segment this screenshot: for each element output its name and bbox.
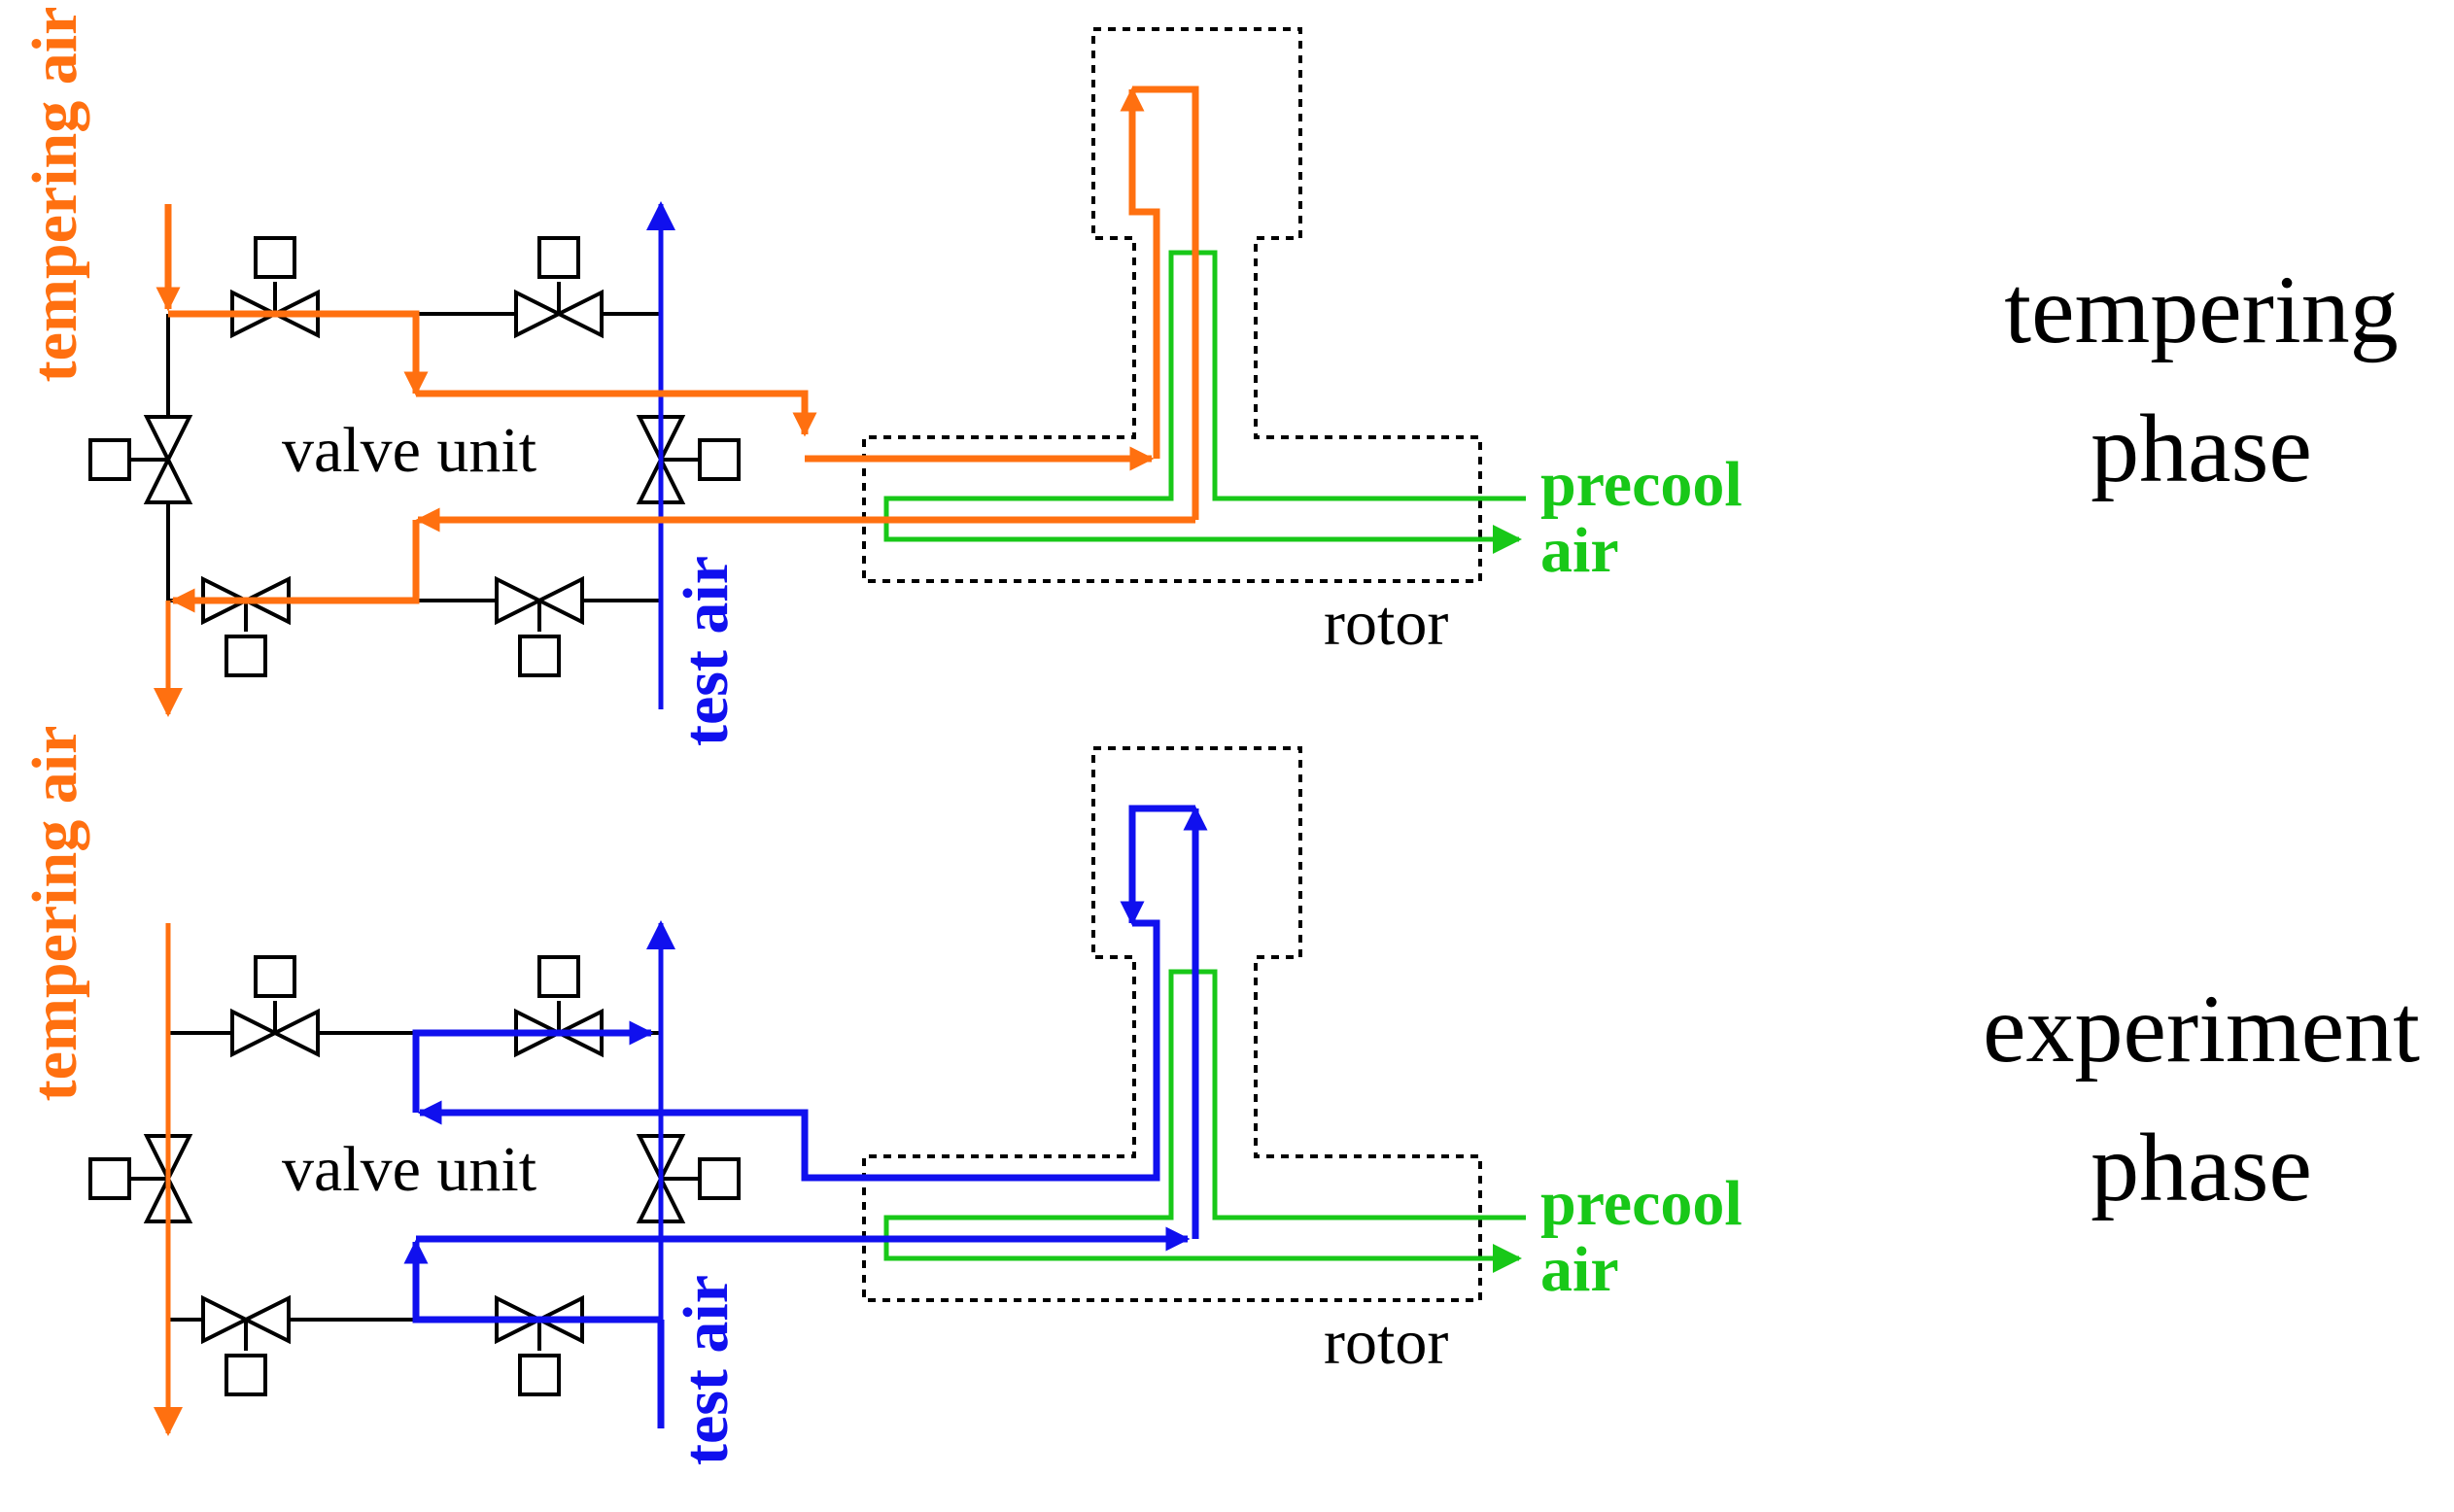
test-air-flow xyxy=(403,805,1208,1428)
tempering-air-flow xyxy=(154,86,1199,717)
phase-title-2: phase xyxy=(2091,1114,2312,1221)
rotor-label: rotor xyxy=(1324,1307,1448,1378)
panel-experiment: tempering air test air valve unit precoo… xyxy=(19,726,2420,1465)
precool-air-line xyxy=(883,250,1526,554)
precool-air-label-1: precool xyxy=(1540,449,1743,520)
valve-unit-label: valve unit xyxy=(282,415,536,486)
phase-title-1: tempering xyxy=(2004,256,2398,363)
tempering-air-label-1: tempering air xyxy=(19,7,90,383)
phase-title-1: experiment xyxy=(1983,975,2420,1082)
test-air-label: test air xyxy=(671,556,742,746)
valve-icon xyxy=(90,748,1480,1394)
tempering-air-label-1: tempering air xyxy=(19,726,90,1102)
precool-air-label-1: precool xyxy=(1540,1168,1743,1239)
svg-text:tempering air: tempering air xyxy=(19,726,90,1102)
precool-air-label-2: air xyxy=(1540,1234,1619,1305)
test-air-label: test air xyxy=(671,1275,742,1465)
valve-icon xyxy=(90,29,1480,675)
rotor-label: rotor xyxy=(1324,588,1448,659)
precool-air-line xyxy=(883,969,1526,1273)
phase-title-2: phase xyxy=(2091,395,2312,502)
panel-tempering: tempering air test air valve unit precoo… xyxy=(19,7,2399,746)
precool-air-label-2: air xyxy=(1540,515,1619,586)
valve-unit-label: valve unit xyxy=(282,1134,536,1205)
svg-text:tempering air: tempering air xyxy=(19,7,90,383)
